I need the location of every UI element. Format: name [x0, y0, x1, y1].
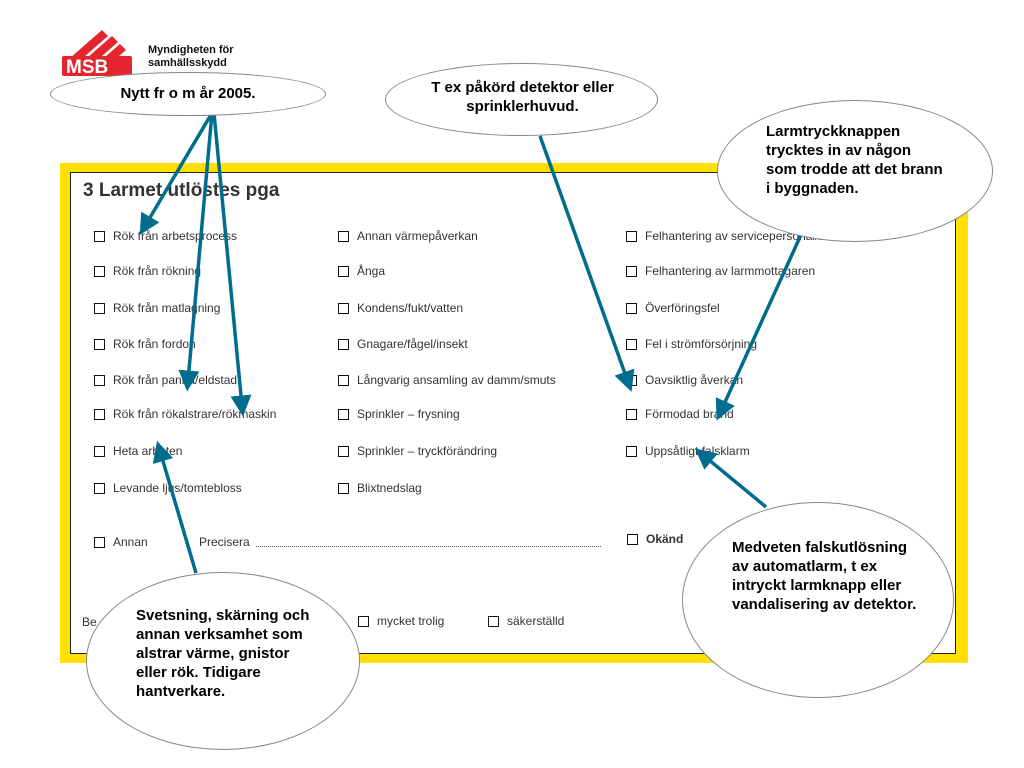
checkbox-item[interactable]: Rök från rökning: [94, 264, 201, 278]
checkbox-item[interactable]: Förmodad brand: [626, 407, 734, 421]
checkbox[interactable]: [338, 445, 349, 457]
checkbox-item[interactable]: Rök från fordon: [94, 337, 196, 351]
checkbox-label: säkerställd: [507, 614, 565, 628]
callout-welding: [86, 572, 360, 750]
callout-welding-text: Svetsning, skärning och annan verksamhet…: [136, 607, 310, 700]
checkbox[interactable]: [626, 408, 637, 420]
checkbox[interactable]: [627, 533, 638, 545]
checkbox[interactable]: [626, 302, 637, 314]
checkbox[interactable]: [358, 615, 369, 627]
checkbox-item[interactable]: mycket trolig: [358, 614, 444, 628]
checkbox-label: Sprinkler – tryckförändring: [357, 444, 498, 458]
checkbox[interactable]: [94, 408, 105, 420]
checkbox-label: Blixtnedslag: [357, 481, 422, 495]
checkbox-item[interactable]: Annan värmepåverkan: [338, 229, 478, 243]
checkbox[interactable]: [338, 408, 349, 420]
checkbox-label: Levande ljus/tomtebloss: [113, 481, 242, 495]
checkbox[interactable]: [94, 338, 105, 350]
checkbox[interactable]: [338, 302, 349, 314]
checkbox-label: Ånga: [357, 264, 386, 278]
checkbox[interactable]: [488, 615, 499, 627]
checkbox-label: Fel i strömförsörjning: [645, 337, 758, 351]
checkbox-label: Gnagare/fågel/insekt: [357, 337, 468, 351]
checkbox[interactable]: [338, 230, 349, 242]
checkbox-item[interactable]: Överföringsfel: [626, 301, 720, 315]
msb-logo-mark: MSB: [62, 30, 132, 78]
arrow-new-to-boiler: [178, 112, 214, 392]
arrow-new-to-work-process: [139, 112, 214, 236]
callout-conscious-false: [682, 502, 954, 698]
checkbox-item[interactable]: Fel i strömförsörjning: [626, 337, 757, 351]
checkbox[interactable]: [626, 338, 637, 350]
checkbox[interactable]: [94, 302, 105, 314]
checkbox[interactable]: [626, 230, 637, 242]
checkbox-label: Okänd: [646, 532, 684, 546]
checkbox[interactable]: [94, 536, 105, 548]
checkbox[interactable]: [338, 482, 349, 494]
checkbox[interactable]: [338, 265, 349, 277]
arrow-new-to-smoke-machine: [212, 112, 252, 417]
checkbox-label: mycket trolig: [377, 614, 445, 628]
checkbox-item[interactable]: Kondens/fukt/vatten: [338, 301, 463, 315]
checkbox-label: Långvarig ansamling av damm/smuts: [357, 373, 556, 387]
checkbox-item[interactable]: Långvarig ansamling av damm/smuts: [338, 373, 556, 387]
form-section-title: 3 Larmet utlöstes pga: [83, 180, 280, 201]
specify-input-line[interactable]: [256, 546, 601, 547]
checkbox-item[interactable]: Felhantering av larmmottagaren: [626, 264, 815, 278]
checkbox[interactable]: [338, 338, 349, 350]
callout-new-2005: [50, 72, 326, 116]
checkbox[interactable]: [626, 445, 637, 457]
callout-new-2005-text: Nytt fr o m år 2005.: [120, 85, 256, 102]
arrow-welding: [152, 440, 198, 574]
checkbox-label: Förmodad brand: [645, 407, 734, 421]
arrow-alarm-button: [715, 225, 807, 421]
arrow-hit-detector: [538, 135, 635, 392]
checkbox[interactable]: [94, 230, 105, 242]
msb-logo-letters: MSB: [66, 57, 108, 78]
checkbox-label: Annan: [113, 535, 148, 549]
checkbox-item-unknown[interactable]: Okänd: [627, 532, 683, 546]
checkbox-label: Rök från panna/eldstad: [113, 373, 238, 387]
msb-logo: MSB Myndigheten för samhällsskydd: [60, 28, 260, 98]
logo-org-name: Myndigheten för samhällsskydd: [148, 44, 234, 69]
checkbox[interactable]: [94, 445, 105, 457]
checkbox-item[interactable]: Sprinkler – frysning: [338, 407, 460, 421]
checkbox-item[interactable]: Sprinkler – tryckförändring: [338, 444, 497, 458]
checkbox-label: Överföringsfel: [645, 301, 720, 315]
callout-hit-detector: [385, 63, 658, 136]
checkbox-item[interactable]: Blixtnedslag: [338, 481, 422, 495]
certainty-row-label: Be: [82, 615, 97, 629]
checkbox-item[interactable]: Rök från panna/eldstad: [94, 373, 237, 387]
checkbox[interactable]: [94, 482, 105, 494]
callout-conscious-false-text: Medveten falskutlösning av automatlarm, …: [732, 539, 917, 613]
checkbox-item[interactable]: Gnagare/fågel/insekt: [338, 337, 468, 351]
callout-alarm-button: [717, 100, 993, 242]
checkbox-item[interactable]: Levande ljus/tomtebloss: [94, 481, 242, 495]
arrow-conscious-false: [694, 448, 768, 509]
checkbox-label: Annan värmepåverkan: [357, 229, 478, 243]
checkbox[interactable]: [626, 265, 637, 277]
checkbox-label: Kondens/fukt/vatten: [357, 301, 464, 315]
checkbox-item[interactable]: säkerställd: [488, 614, 564, 628]
checkbox-label: Sprinkler – frysning: [357, 407, 460, 421]
callout-alarm-button-text: Larmtryckknappen trycktes in av någon so…: [766, 123, 943, 197]
checkbox-label: Rök från fordon: [113, 337, 196, 351]
checkbox-label: Rök från rökning: [113, 264, 202, 278]
checkbox-label: Felhantering av larmmottagaren: [645, 264, 816, 278]
checkbox[interactable]: [94, 265, 105, 277]
checkbox[interactable]: [338, 374, 349, 386]
callout-hit-detector-text: T ex påkörd detektor eller sprinklerhuvu…: [431, 79, 614, 115]
checkbox-item[interactable]: Ånga: [338, 264, 385, 278]
checkbox[interactable]: [94, 374, 105, 386]
checkbox-item-other[interactable]: Annan: [94, 535, 148, 549]
checkbox-label: Oavsiktlig åverkan: [645, 373, 744, 387]
specify-label: Precisera: [199, 535, 250, 549]
